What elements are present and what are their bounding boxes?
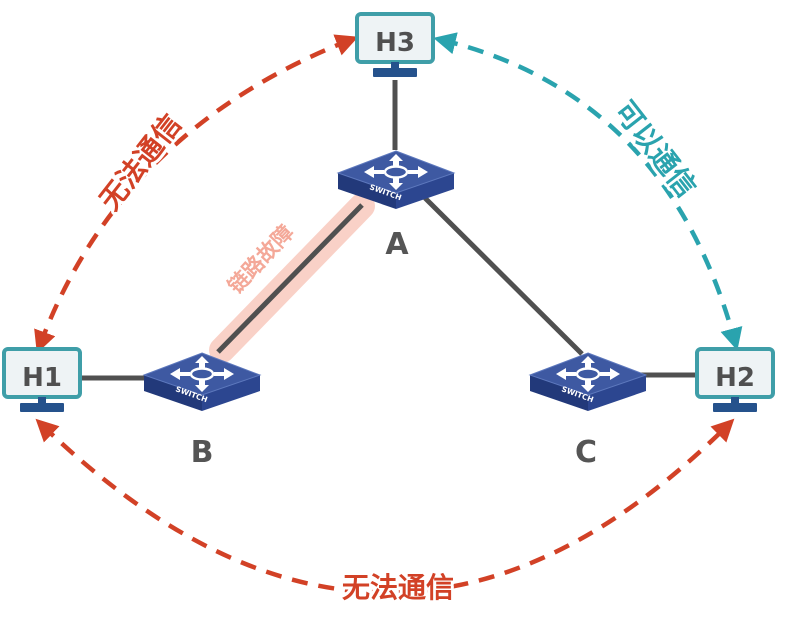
arc-h3-h1	[34, 34, 359, 354]
switch-c-label: C	[575, 435, 597, 470]
switch-b: SWITCH	[142, 351, 262, 413]
switch-b-label: B	[191, 435, 214, 470]
host-h3-label: H3	[375, 28, 415, 58]
host-h1: H1	[2, 347, 82, 414]
label-h3-h1: 无法通信	[93, 108, 188, 217]
host-h2-label: H2	[715, 363, 755, 393]
label-h1-h2: 无法通信	[342, 571, 454, 604]
arc-h3-h2	[433, 32, 743, 351]
host-h2: H2	[695, 347, 775, 414]
switch-c: SWITCH	[528, 351, 648, 413]
host-h1-label: H1	[22, 363, 62, 393]
label-h3-h2: 可以通信	[608, 95, 703, 204]
link-a-c	[423, 196, 584, 356]
switch-a-label: A	[385, 227, 409, 262]
host-h3: H3	[355, 12, 435, 79]
arc-h1-h2	[35, 418, 735, 595]
comm-arcs	[34, 32, 743, 595]
switch-a: SWITCH	[336, 149, 456, 211]
